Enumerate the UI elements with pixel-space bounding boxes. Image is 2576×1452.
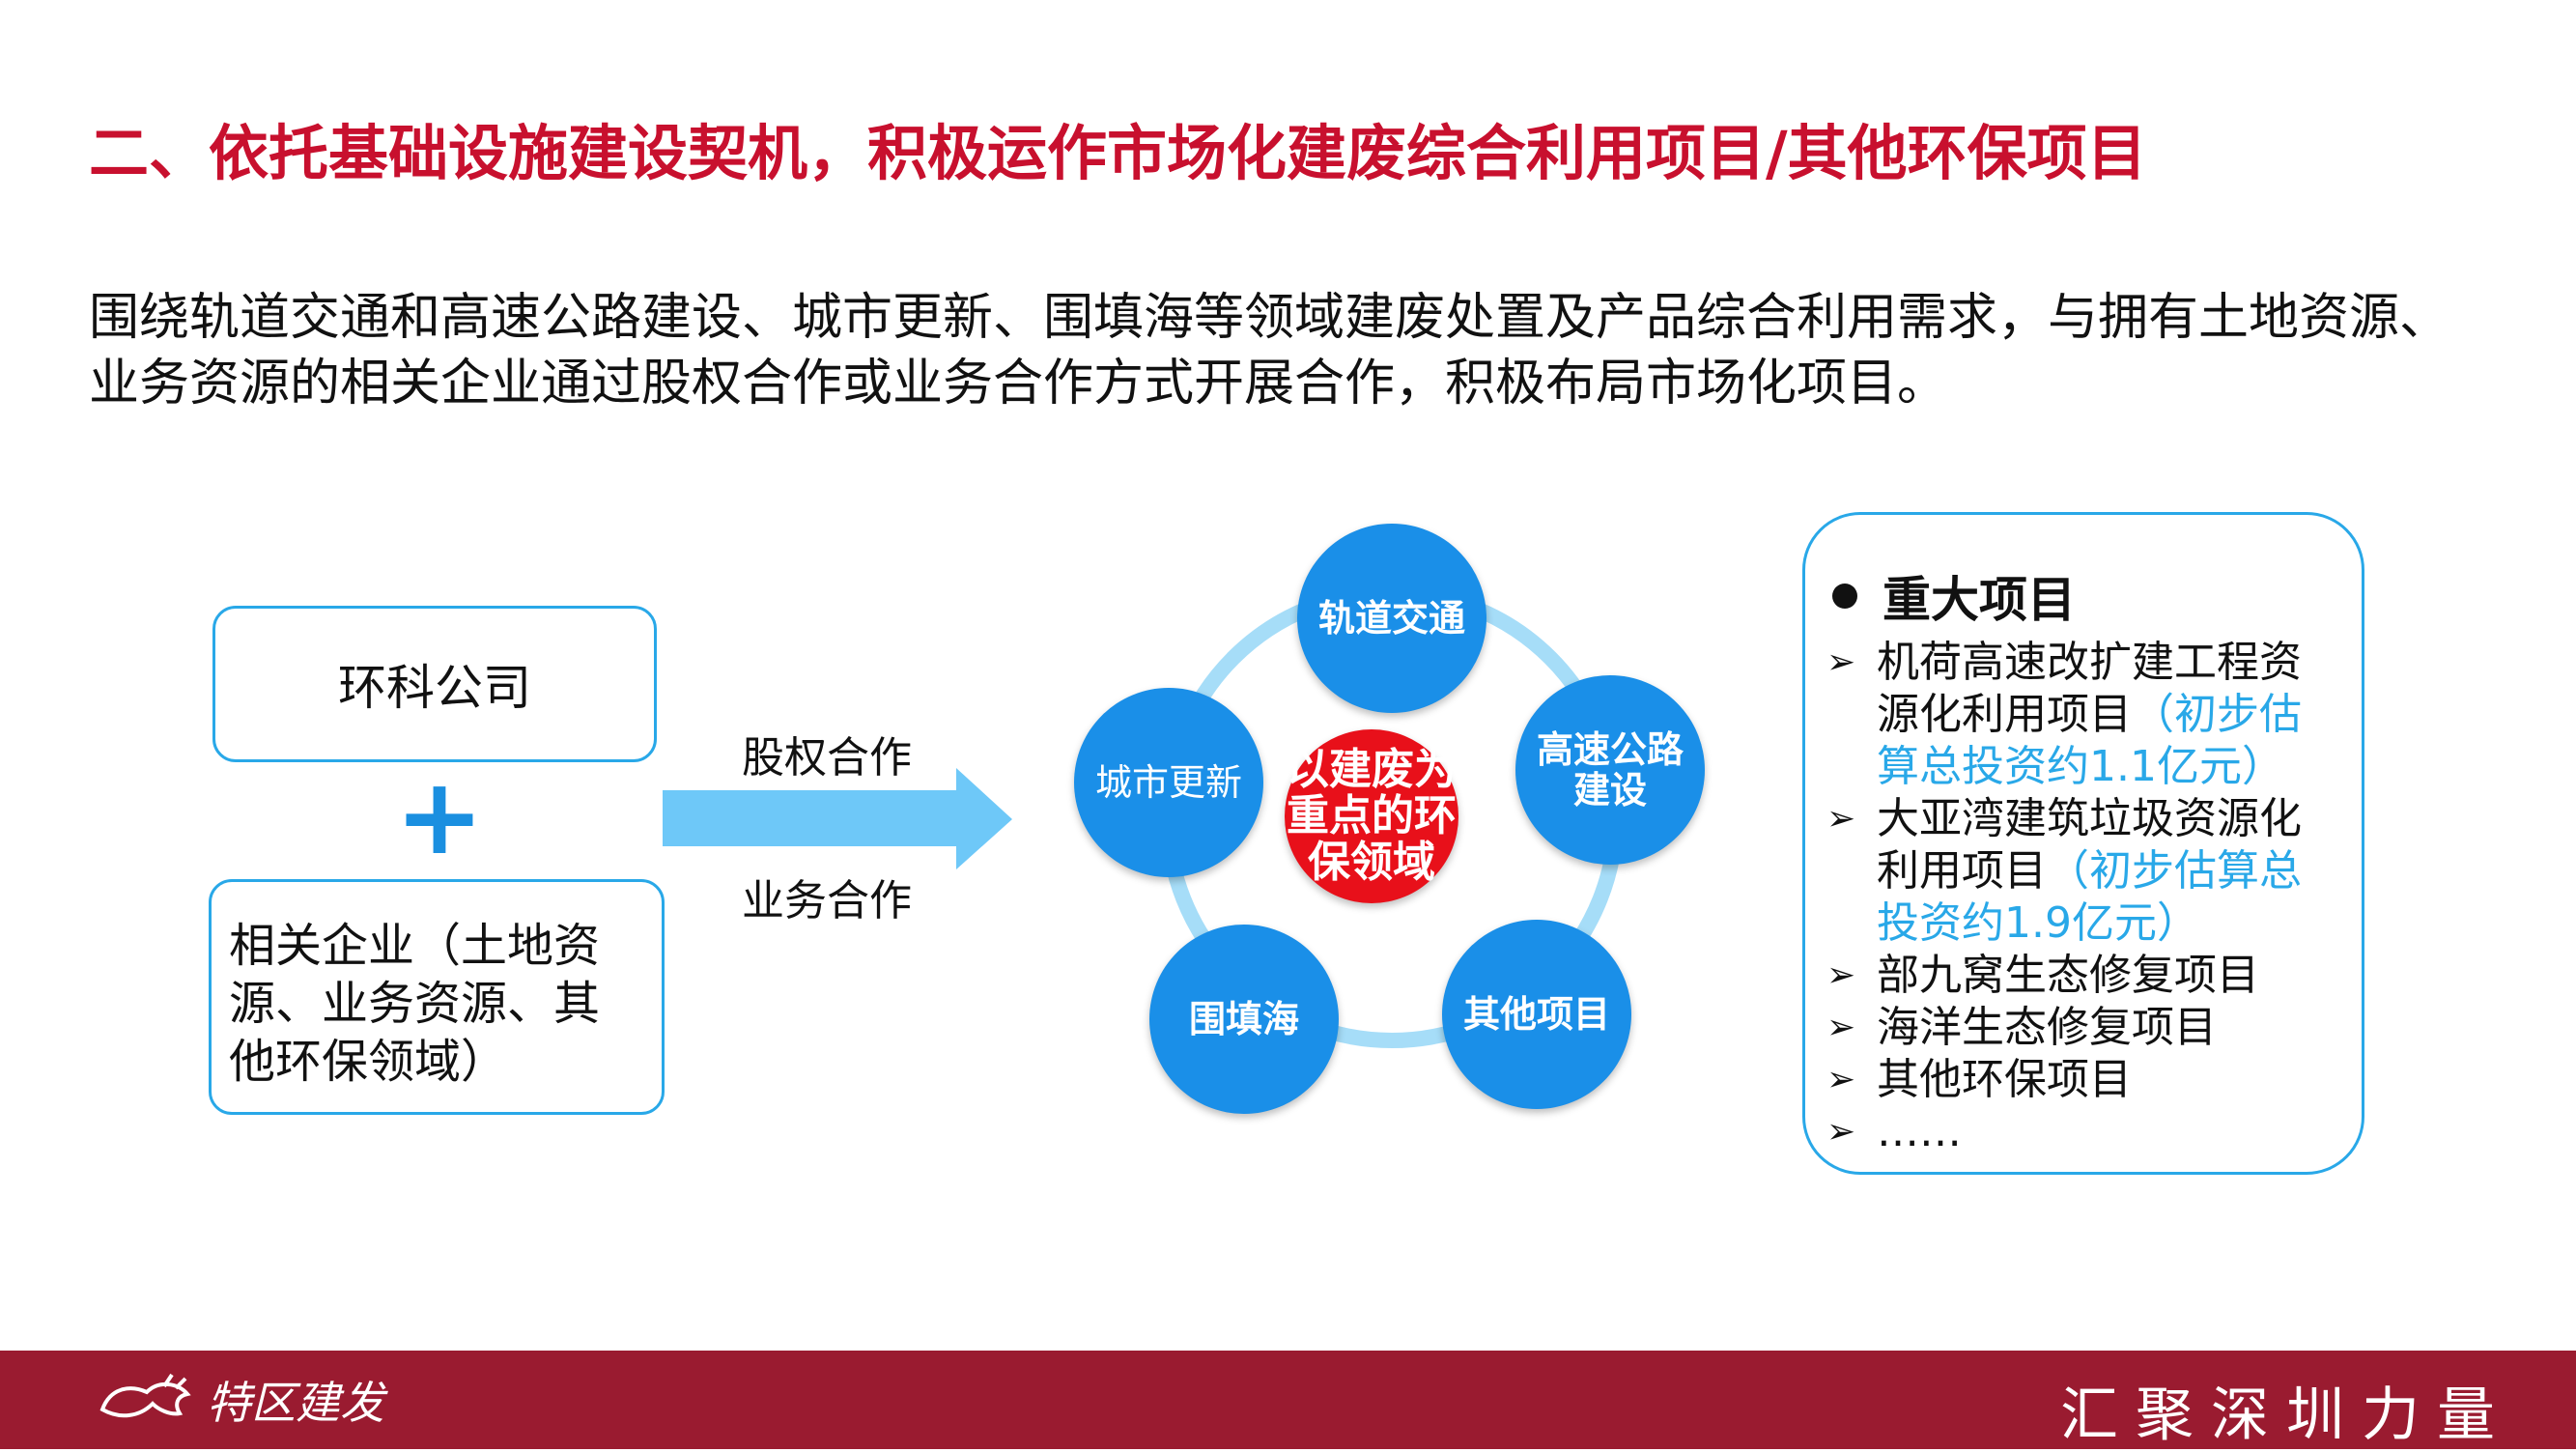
arrow-bullet-icon: ➢	[1826, 1060, 1856, 1099]
urban-renewal-circle: 城市更新	[1074, 688, 1263, 877]
major-projects-box: 重大项目 ➢ 机荷高速改扩建工程资 源化利用项目（初步估 算总投资约1.1亿元）…	[1802, 512, 2364, 1175]
arrow-bullet-icon: ➢	[1826, 1008, 1856, 1047]
rail-transit-label: 轨道交通	[1317, 597, 1465, 640]
project-line: 源化利用项目	[1877, 690, 2132, 739]
company-label: 环科公司	[338, 660, 531, 716]
list-item: ➢ 机荷高速改扩建工程资 源化利用项目（初步估 算总投资约1.1亿元）	[1826, 637, 2362, 793]
center-circle: 以建废为 重点的环 保领域	[1285, 729, 1458, 903]
footer-logo-text: 特区建发	[207, 1377, 384, 1429]
project-line: 海洋生态修复项目	[1877, 1003, 2217, 1052]
list-item: ➢ 大亚湾建筑垃圾资源化 利用项目（初步估算总 投资约1.9亿元）	[1826, 793, 2362, 950]
center-line-3: 保领域	[1308, 838, 1435, 887]
projects-heading: 重大项目	[1826, 561, 2362, 631]
project-note-line: 投资约1.9亿元）	[1877, 898, 2199, 948]
rail-transit-circle: 轨道交通	[1297, 524, 1486, 713]
other-projects-circle: 其他项目	[1442, 920, 1631, 1109]
projects-heading-label: 重大项目	[1882, 572, 2076, 628]
project-note: （初步估算总	[2047, 846, 2302, 896]
urban-renewal-label: 城市更新	[1094, 761, 1242, 804]
equity-cooperation-label: 股权合作	[742, 733, 912, 783]
description-line-1: 围绕轨道交通和高速公路建设、城市更新、围填海等领域建废处置及产品综合利用需求，与…	[89, 289, 2450, 347]
bull-logo-icon	[99, 1373, 191, 1418]
page-title: 二、依托基础设施建设契机，积极运作市场化建废综合利用项目/其他环保项目	[89, 118, 2147, 188]
project-line: 大亚湾建筑垃圾资源化	[1877, 794, 2302, 843]
company-box: 环科公司	[212, 606, 657, 762]
project-line: 其他环保项目	[1877, 1055, 2132, 1104]
highway-line-2: 建设	[1572, 769, 1647, 811]
description-line-2: 业务资源的相关企业通过股权合作或业务合作方式开展合作，积极布局市场化项目。	[89, 355, 1948, 413]
list-item: ➢ 海洋生态修复项目	[1826, 1002, 2362, 1054]
list-item: ➢ 部九窝生态修复项目	[1826, 950, 2362, 1002]
highway-line-1: 高速公路	[1536, 728, 1684, 771]
center-line-1: 以建废为	[1287, 745, 1457, 794]
project-note-line: 算总投资约1.1亿元）	[1877, 742, 2284, 791]
highway-circle: 高速公路 建设	[1515, 675, 1705, 865]
project-line: ……	[1877, 1107, 1962, 1156]
project-line: 机荷高速改扩建工程资	[1877, 638, 2302, 687]
description: 围绕轨道交通和高速公路建设、城市更新、围填海等领域建废处置及产品综合利用需求，与…	[89, 285, 2542, 416]
arrow-bullet-icon: ➢	[1826, 799, 1856, 839]
arrow-bullet-icon: ➢	[1826, 955, 1856, 995]
bullet-dot-icon	[1832, 584, 1857, 609]
cooperation-arrow-icon	[663, 768, 1012, 869]
reclamation-label: 围填海	[1188, 998, 1299, 1040]
list-item: ➢ ……	[1826, 1106, 2362, 1158]
footer-slogan: 汇聚深圳力量	[2060, 1381, 2512, 1449]
reclamation-circle: 围填海	[1149, 925, 1339, 1114]
list-item: ➢ 其他环保项目	[1826, 1054, 2362, 1106]
project-line: 利用项目	[1877, 846, 2047, 896]
center-line-2: 重点的环	[1287, 791, 1457, 840]
other-projects-label: 其他项目	[1462, 993, 1610, 1036]
project-line: 部九窝生态修复项目	[1877, 951, 2259, 1000]
related-line-3: 他环保领域）	[229, 1035, 508, 1089]
footer-bar: 特区建发 汇聚深圳力量	[0, 1351, 2576, 1449]
footer-logo: 特区建发	[97, 1368, 384, 1432]
arrow-bullet-icon: ➢	[1826, 642, 1856, 682]
related-line-2: 源、业务资源、其	[229, 977, 601, 1031]
project-note: （初步估	[2132, 690, 2302, 739]
related-line-1: 相关企业（土地资	[229, 919, 601, 973]
arrow-bullet-icon: ➢	[1826, 1112, 1856, 1152]
related-enterprises-box: 相关企业（土地资 源、业务资源、其 他环保领域）	[209, 879, 665, 1115]
business-cooperation-label: 业务合作	[742, 876, 912, 925]
plus-icon: +	[394, 754, 485, 878]
